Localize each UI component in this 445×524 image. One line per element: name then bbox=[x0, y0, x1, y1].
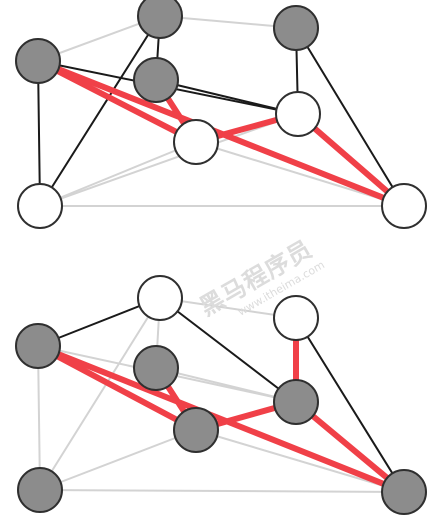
edge-black-A-G bbox=[159, 297, 297, 403]
edge-gray-A-E bbox=[39, 297, 161, 491]
node-B-gray bbox=[15, 38, 61, 84]
edge-red-B-H bbox=[35, 343, 407, 495]
node-D-gray bbox=[133, 345, 179, 391]
node-H-white bbox=[381, 183, 427, 229]
edge-gray-E-H bbox=[39, 489, 405, 493]
node-G-white bbox=[275, 91, 321, 137]
edge-gray-E-G bbox=[39, 113, 299, 207]
node-E-gray bbox=[17, 467, 63, 513]
edge-gray-B-E bbox=[37, 345, 41, 491]
node-A-gray bbox=[137, 0, 183, 39]
edge-red-B-F bbox=[35, 58, 199, 145]
edge-red-B-F bbox=[35, 343, 199, 433]
node-F-gray bbox=[173, 407, 219, 453]
node-D-gray bbox=[133, 57, 179, 103]
node-E-white bbox=[17, 183, 63, 229]
node-A-white bbox=[137, 275, 183, 321]
edge-red-G-H bbox=[295, 111, 407, 209]
graph-1 bbox=[15, 0, 427, 229]
edge-black-D-G bbox=[155, 79, 299, 115]
edge-black-A-E bbox=[39, 15, 161, 207]
node-F-white bbox=[173, 119, 219, 165]
edge-black-C-H bbox=[295, 317, 405, 493]
node-G-gray bbox=[273, 379, 319, 425]
edge-gray-E-F bbox=[39, 141, 197, 207]
node-H-gray bbox=[381, 469, 427, 515]
node-B-gray bbox=[15, 323, 61, 369]
edge-black-B-E bbox=[37, 60, 41, 207]
edge-gray-E-F bbox=[39, 429, 197, 491]
edge-red-G-H bbox=[293, 399, 407, 495]
node-C-gray bbox=[273, 5, 319, 51]
edge-black-C-H bbox=[295, 27, 405, 207]
graph-2 bbox=[15, 275, 427, 515]
edge-gray-D-G bbox=[155, 367, 297, 403]
node-C-white bbox=[273, 295, 319, 341]
edge-gray-F-H bbox=[195, 429, 405, 493]
